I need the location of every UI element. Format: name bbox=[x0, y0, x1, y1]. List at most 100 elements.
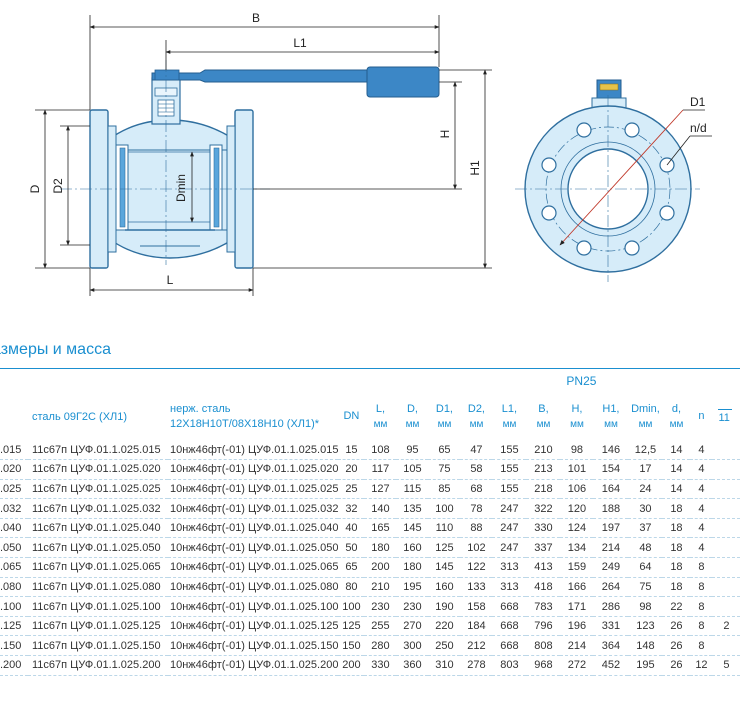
cell-h1: 188 bbox=[593, 498, 629, 519]
table-header-pn-row: PN25 bbox=[0, 368, 741, 393]
cell-d1: 220 bbox=[428, 616, 461, 637]
cell-dn: 20 bbox=[338, 459, 365, 480]
cell-d2: 122 bbox=[460, 557, 493, 578]
cell-d: 105 bbox=[396, 459, 429, 480]
cell-d1: 250 bbox=[428, 635, 461, 657]
cell-code-suffix: .200 bbox=[0, 655, 28, 676]
cell-b: 413 bbox=[526, 557, 561, 578]
cell-n: 8 bbox=[690, 616, 713, 637]
cell-h: 106 bbox=[560, 479, 594, 500]
cell-h: 272 bbox=[560, 655, 594, 676]
header-h: H,мм bbox=[570, 402, 584, 430]
cell-extra bbox=[712, 557, 741, 578]
cell-d2: 58 bbox=[460, 459, 493, 480]
cell-dmin: 64 bbox=[628, 557, 663, 578]
cell-dn: 200 bbox=[338, 655, 365, 676]
dim-label-nd: n/d bbox=[690, 121, 707, 135]
header-d-hole: d,мм bbox=[669, 402, 684, 430]
cell-h: 166 bbox=[560, 577, 594, 598]
cell-h: 124 bbox=[560, 518, 594, 539]
dim-label-dmin: Dmin bbox=[174, 174, 188, 202]
cell-model-stainless: 10нж46фт(-01) ЦУФ.01.1.025.125 bbox=[168, 616, 339, 637]
cell-l1: 247 bbox=[492, 498, 527, 519]
header-d: D,мм bbox=[405, 402, 420, 430]
cell-h: 120 bbox=[560, 498, 594, 519]
cell-d-hole: 14 bbox=[662, 479, 691, 500]
cell-l1: 313 bbox=[492, 557, 527, 578]
header-l: L,мм bbox=[373, 402, 388, 430]
cell-model-09g2s: 11с67п ЦУФ.01.1.025.015 bbox=[28, 440, 168, 461]
cell-b: 968 bbox=[526, 655, 561, 676]
cell-l: 330 bbox=[364, 655, 397, 676]
cell-d1: 110 bbox=[428, 518, 461, 539]
cell-n: 4 bbox=[690, 479, 713, 500]
handle-lever bbox=[151, 69, 369, 83]
cell-model-stainless: 10нж46фт(-01) ЦУФ.01.1.025.100 bbox=[168, 596, 339, 617]
cell-dn: 40 bbox=[338, 518, 365, 539]
cell-l: 127 bbox=[364, 479, 397, 500]
cell-d: 300 bbox=[396, 635, 429, 657]
cell-model-09g2s: 11с67п ЦУФ.01.1.025.080 bbox=[28, 577, 168, 598]
cell-d2: 88 bbox=[460, 518, 493, 539]
cell-h1: 154 bbox=[593, 459, 629, 480]
cell-d2: 68 bbox=[460, 479, 493, 500]
cell-model-stainless: 10нж46фт(-01) ЦУФ.01.1.025.015 bbox=[168, 440, 339, 461]
cell-extra bbox=[712, 518, 741, 539]
cell-dmin: 148 bbox=[628, 635, 663, 657]
cell-l: 165 bbox=[364, 518, 397, 539]
cell-h1: 364 bbox=[593, 635, 629, 657]
cell-d: 230 bbox=[396, 596, 429, 617]
cell-l1: 155 bbox=[492, 440, 527, 461]
cell-dn: 80 bbox=[338, 577, 365, 598]
dim-label-d: D bbox=[28, 184, 42, 193]
dim-label-h1: H1 bbox=[468, 160, 482, 176]
cell-l: 210 bbox=[364, 577, 397, 598]
cell-l1: 247 bbox=[492, 537, 527, 559]
cell-model-stainless: 10нж46фт(-01) ЦУФ.01.1.025.200 bbox=[168, 655, 339, 676]
cell-d1: 65 bbox=[428, 440, 461, 461]
dim-label-l: L bbox=[167, 273, 174, 287]
cell-d: 95 bbox=[396, 440, 429, 461]
cell-b: 210 bbox=[526, 440, 561, 461]
cell-model-09g2s: 11с67п ЦУФ.01.1.025.065 bbox=[28, 557, 168, 578]
cell-dmin: 30 bbox=[628, 498, 663, 519]
cell-model-09g2s: 11с67п ЦУФ.01.1.025.200 bbox=[28, 655, 168, 676]
cell-n: 8 bbox=[690, 596, 713, 617]
cell-code-suffix: .125 bbox=[0, 616, 28, 637]
cell-code-suffix: .080 bbox=[0, 577, 28, 598]
cell-n: 8 bbox=[690, 577, 713, 598]
cell-b: 330 bbox=[526, 518, 561, 539]
cell-model-09g2s: 11с67п ЦУФ.01.1.025.050 bbox=[28, 537, 168, 559]
cell-d2: 184 bbox=[460, 616, 493, 637]
cell-d-hole: 14 bbox=[662, 459, 691, 480]
cell-model-stainless: 10нж46фт(-01) ЦУФ.01.1.025.020 bbox=[168, 459, 339, 480]
section-title: азмеры и масса bbox=[0, 341, 111, 358]
cell-h: 98 bbox=[560, 440, 594, 461]
cell-d: 180 bbox=[396, 557, 429, 578]
dim-label-d1: D1 bbox=[690, 95, 706, 109]
cell-dmin: 24 bbox=[628, 479, 663, 500]
cell-l1: 247 bbox=[492, 518, 527, 539]
cell-b: 796 bbox=[526, 616, 561, 637]
cell-d: 270 bbox=[396, 616, 429, 637]
cell-h: 196 bbox=[560, 616, 594, 637]
dimension-lines bbox=[35, 15, 492, 296]
cell-h1: 452 bbox=[593, 655, 629, 676]
cell-dmin: 17 bbox=[628, 459, 663, 480]
dim-label-h: H bbox=[438, 130, 452, 139]
dim-label-b: B bbox=[252, 11, 260, 25]
cell-l: 230 bbox=[364, 596, 397, 617]
cell-d1: 310 bbox=[428, 655, 461, 676]
cell-h1: 264 bbox=[593, 577, 629, 598]
cell-dmin: 37 bbox=[628, 518, 663, 539]
cell-d: 160 bbox=[396, 537, 429, 559]
